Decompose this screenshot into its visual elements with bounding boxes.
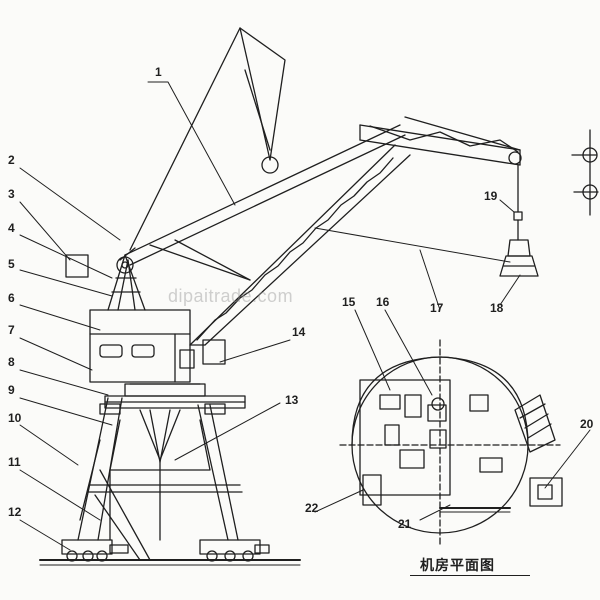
callout-3: 3 <box>8 187 15 201</box>
callout-11: 11 <box>8 455 21 469</box>
callout-labels: 1 2 3 4 5 6 7 8 9 10 11 12 13 14 15 16 1… <box>8 65 594 531</box>
machine-house <box>89 309 195 383</box>
luffing-boom <box>189 144 411 365</box>
plan-caption-underline <box>410 575 530 576</box>
grab-bucket <box>499 239 539 277</box>
callout-10: 10 <box>8 411 22 425</box>
callout-7: 7 <box>8 323 15 337</box>
callout-2: 2 <box>8 153 15 167</box>
leader-lines <box>19 81 591 551</box>
callout-14: 14 <box>292 325 306 339</box>
hook-detail <box>571 129 599 216</box>
hoist-rope <box>513 164 523 241</box>
jib-arm <box>359 116 522 166</box>
ground-rail <box>39 559 301 566</box>
callout-16: 16 <box>376 295 390 309</box>
portal-frame <box>77 397 243 561</box>
callout-18: 18 <box>490 301 504 315</box>
callout-12: 12 <box>8 505 22 519</box>
portal-top-beam <box>99 383 246 415</box>
counterweight-lever <box>129 27 286 281</box>
callout-20: 20 <box>580 417 594 431</box>
balance-beam <box>119 124 406 266</box>
callout-19: 19 <box>484 189 498 203</box>
callout-15: 15 <box>342 295 356 309</box>
callout-13: 13 <box>285 393 299 407</box>
callout-4: 4 <box>8 221 15 235</box>
callout-22: 22 <box>305 501 319 515</box>
callout-17: 17 <box>430 301 444 315</box>
plan-caption: 机房平面图 <box>420 558 495 574</box>
callout-21: 21 <box>398 517 412 531</box>
machine-room-plan <box>339 339 563 546</box>
callout-8: 8 <box>8 355 15 369</box>
callout-1: 1 <box>155 65 162 79</box>
callout-9: 9 <box>8 383 15 397</box>
callout-6: 6 <box>8 291 15 305</box>
callout-5: 5 <box>8 257 15 271</box>
travel-bogies <box>61 539 270 562</box>
watermark-text: dipaitrade.com <box>168 286 294 306</box>
